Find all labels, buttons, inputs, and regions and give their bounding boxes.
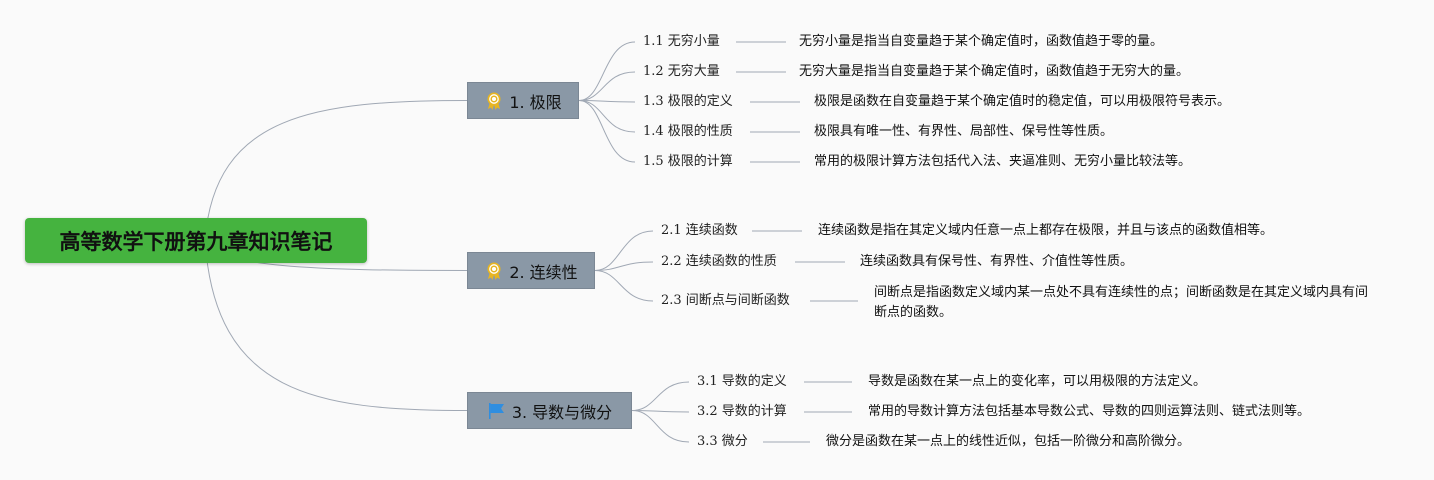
subtopic-note: 极限是函数在自变量趋于某个确定值时的稳定值，可以用极限符号表示。 [814,94,1231,109]
subtopic-note: 常用的极限计算方法包括代入法、夹逼准则、无穷小量比较法等。 [814,154,1192,169]
branch-label: 2. 连续性 [509,262,578,282]
branch-to-subtopic-connector [594,270,654,302]
subtopic-note: 无穷小量是指当自变量趋于某个确定值时，函数值趋于零的量。 [799,34,1164,49]
root-to-branch-connector [204,239,468,411]
subtopic-note: 常用的导数计算方法包括基本导数公式、导数的四则运算法则、链式法则等。 [868,404,1311,419]
subtopic-note: 连续函数具有保号性、有界性、介值性等性质。 [860,254,1134,269]
root-topic[interactable]: 高等数学下册第九章知识笔记 [25,218,367,263]
root-title: 高等数学下册第九章知识笔记 [59,229,333,254]
branch-to-subtopic-connector [594,261,654,271]
branch-to-subtopic-connector [631,410,690,443]
branch-to-subtopic-connector [594,230,654,271]
subtopic-label[interactable]: 3.1 导数的定义 [697,374,787,389]
branch-topic[interactable]: 3. 导数与微分 [467,392,632,429]
branch-to-subtopic-connector [578,71,636,101]
subtopic-label[interactable]: 3.3 微分 [697,434,748,449]
subtopic-label[interactable]: 2.2 连续函数的性质 [661,254,777,269]
award-ribbon-icon [484,91,504,111]
root-to-branch-connector [204,100,468,241]
subtopic-label[interactable]: 3.2 导数的计算 [697,404,787,419]
subtopic-label[interactable]: 2.3 间断点与间断函数 [661,293,790,308]
subtopic-label[interactable]: 2.1 连续函数 [661,223,738,238]
subtopic-note: 微分是函数在某一点上的线性近似，包括一阶微分和高阶微分。 [826,434,1191,449]
subtopic-label[interactable]: 1.2 无穷大量 [643,64,720,79]
branch-to-subtopic-connector [578,100,636,103]
branch-to-subtopic-connector [631,410,690,413]
branch-to-subtopic-connector [631,381,690,411]
subtopic-label[interactable]: 1.3 极限的定义 [643,94,733,109]
branch-label: 1. 极限 [509,92,562,112]
branch-topic[interactable]: 2. 连续性 [467,252,595,289]
subtopic-note: 无穷大量是指当自变量趋于某个确定值时，函数值趋于无穷大的量。 [799,64,1190,79]
subtopic-note: 极限具有唯一性、有界性、局部性、保号性等性质。 [814,124,1114,139]
subtopic-label[interactable]: 1.4 极限的性质 [643,124,733,139]
branch-to-subtopic-connector [578,41,636,101]
branch-topic[interactable]: 1. 极限 [467,82,579,119]
subtopic-note: 连续函数是指在其定义域内任意一点上都存在极限，并且与该点的函数值相等。 [818,223,1274,238]
award-ribbon-icon [484,261,504,281]
subtopic-label[interactable]: 1.1 无穷小量 [643,34,720,49]
subtopic-note: 导数是函数在某一点上的变化率，可以用极限的方法定义。 [868,374,1207,389]
subtopic-note: 间断点是指函数定义域内某一点处不具有连续性的点；间断函数是在其定义域内具有间断点… [874,285,1369,320]
branch-label: 3. 导数与微分 [511,402,613,422]
branch-to-subtopic-connector [578,100,636,133]
flag-icon [487,401,507,421]
branch-to-subtopic-connector [578,100,636,163]
subtopic-label[interactable]: 1.5 极限的计算 [643,154,733,169]
